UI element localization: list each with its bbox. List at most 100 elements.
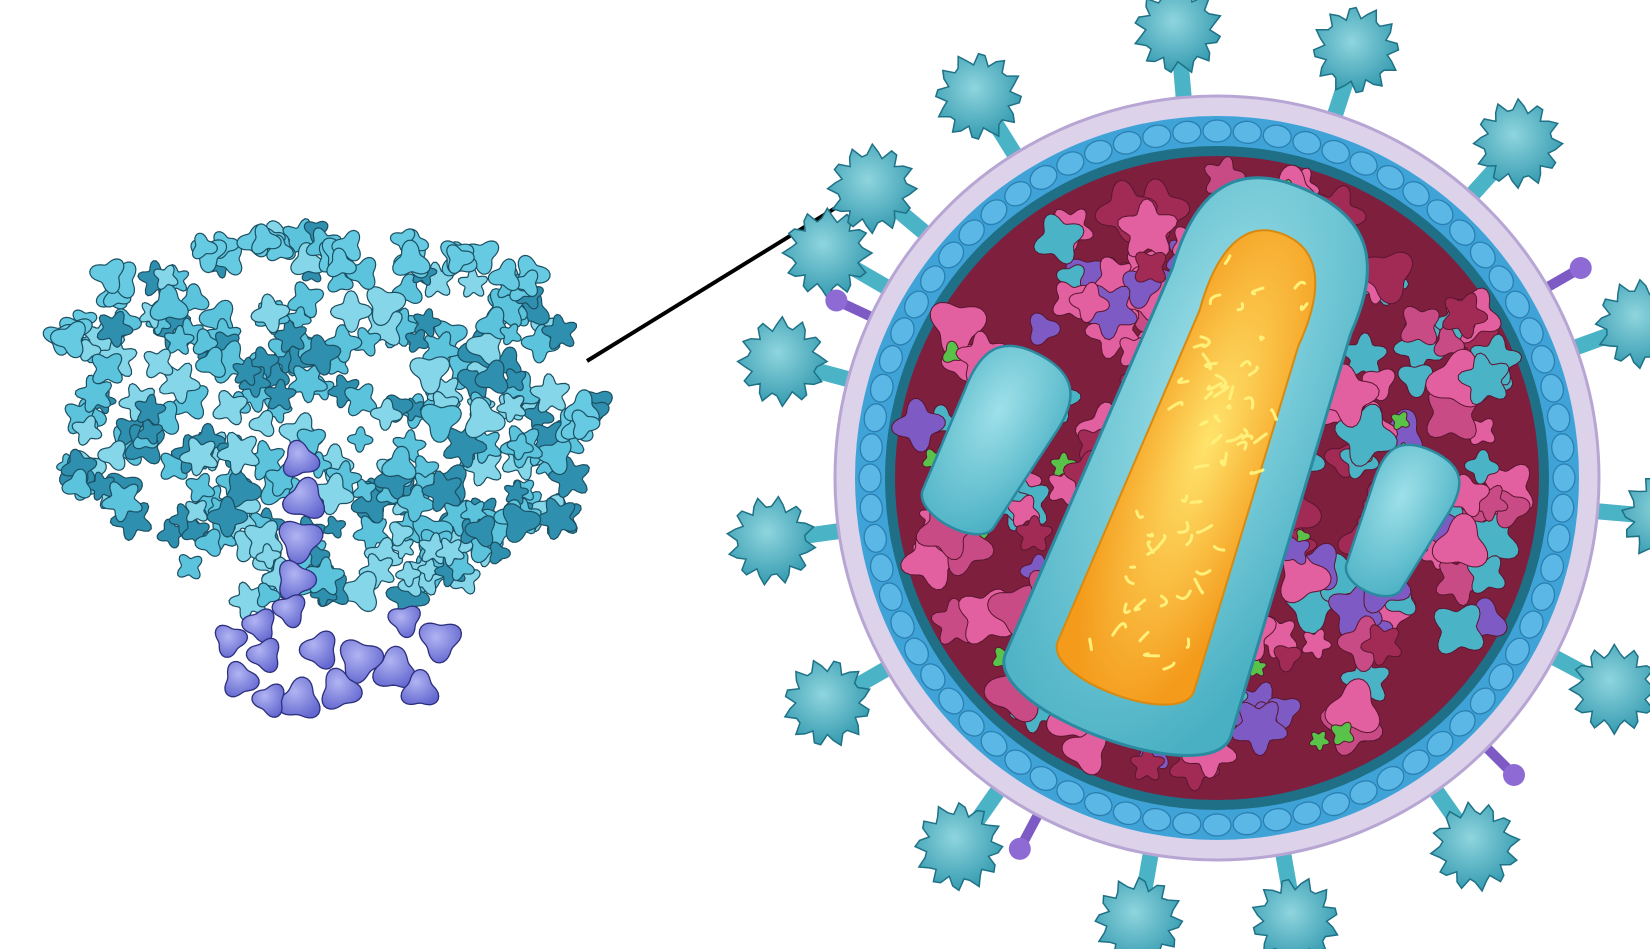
matrix-protein <box>1531 582 1556 612</box>
stem-bead <box>298 630 336 670</box>
genome-strand <box>1244 396 1255 410</box>
protein-bead <box>409 356 451 395</box>
matrix-protein <box>1262 807 1292 832</box>
genome-strand <box>1293 280 1307 290</box>
spike-head <box>725 495 817 587</box>
matrix-protein <box>1292 801 1322 826</box>
protein-bead <box>60 448 98 486</box>
stem-bead <box>282 439 321 478</box>
protein-bead <box>475 306 508 340</box>
genome-strand <box>1158 534 1167 546</box>
protein-bead <box>435 537 465 567</box>
glycoprotein-trimer <box>42 218 613 719</box>
protein-bead <box>457 267 489 298</box>
genome-strand <box>1185 637 1191 649</box>
genome-strand <box>1212 545 1226 552</box>
matrix-protein <box>1519 610 1544 639</box>
matrix-protein <box>1546 523 1571 553</box>
genome-strand <box>1203 390 1214 400</box>
interior-protein <box>1033 213 1085 265</box>
interior-protein <box>1400 305 1440 346</box>
matrix-protein <box>863 403 888 433</box>
matrix-protein <box>1552 463 1576 493</box>
protein-bead <box>96 310 134 348</box>
matrix-protein <box>1172 120 1202 144</box>
matrix-protein <box>1449 710 1476 737</box>
protein-bead <box>191 232 218 260</box>
spike-head <box>913 801 1004 892</box>
matrix-protein <box>1551 433 1575 463</box>
matrix-protein <box>1004 181 1032 207</box>
genome-strand <box>1111 622 1128 637</box>
protein-bead <box>323 515 347 539</box>
matrix-protein <box>1142 807 1172 832</box>
genome-strand <box>1146 532 1155 538</box>
stem-bead <box>271 594 306 629</box>
interior-protein <box>1360 624 1402 667</box>
interior-protein <box>1464 449 1500 485</box>
spike-head <box>1620 477 1650 555</box>
protein-bead <box>346 426 374 453</box>
genome-strand <box>1299 302 1309 312</box>
genome-strand <box>1180 494 1189 503</box>
matrix-proteins <box>858 119 1576 837</box>
matrix-protein <box>1488 663 1514 691</box>
spike-head <box>783 659 871 747</box>
genome-strand <box>1167 400 1184 411</box>
purple-spike-head <box>825 289 848 312</box>
genome-strand <box>1185 533 1194 547</box>
capsid-shell <box>920 344 1072 536</box>
protein-bead <box>370 397 403 431</box>
genome-strand <box>1219 459 1226 467</box>
genome-strand <box>1195 569 1212 576</box>
genome-strand <box>1247 365 1259 377</box>
matrix-protein <box>1004 749 1032 775</box>
matrix-protein <box>859 433 883 463</box>
genome-strand <box>1213 414 1221 423</box>
stem-bead <box>278 520 324 565</box>
matrix-protein <box>869 373 894 403</box>
genome-strand <box>1193 577 1205 595</box>
interior-protein <box>1425 348 1484 408</box>
matrix-protein <box>1232 812 1262 836</box>
genome-strand <box>1135 509 1144 519</box>
protein-bead <box>571 409 601 441</box>
interior-protein <box>929 301 988 358</box>
genome-strand <box>1142 652 1161 658</box>
protein-bead <box>329 290 373 333</box>
matrix-protein <box>1321 139 1351 164</box>
interior-protein <box>1068 281 1111 324</box>
genome-strand <box>1258 335 1265 342</box>
protein-bead <box>503 368 527 392</box>
matrix-protein <box>1531 344 1556 374</box>
matrix-protein <box>1029 165 1058 190</box>
protein-bead <box>391 535 415 560</box>
matrix-protein <box>1349 780 1378 805</box>
protein-bead <box>89 258 125 295</box>
protein-bead <box>178 436 219 477</box>
protein-bead <box>489 541 511 565</box>
genome-strand <box>1138 630 1150 643</box>
protein-bead <box>529 373 571 414</box>
matrix-protein <box>1321 792 1351 817</box>
matrix-protein <box>1083 792 1113 817</box>
protein-bead <box>504 479 530 505</box>
genome-strand <box>1214 373 1228 389</box>
matrix-protein <box>938 241 965 269</box>
matrix-protein <box>1083 139 1113 164</box>
stem-bead <box>245 637 280 674</box>
matrix-protein <box>1505 290 1530 319</box>
stem-bead <box>282 476 326 520</box>
protein-bead <box>232 356 262 386</box>
matrix-protein <box>1546 403 1571 433</box>
protein-bead <box>499 323 522 346</box>
interior-protein <box>1324 678 1381 734</box>
spike-head <box>934 52 1023 141</box>
genome-strand <box>1223 451 1228 466</box>
protein-bead <box>506 432 535 461</box>
interior-protein <box>1457 352 1510 406</box>
matrix-protein <box>1292 130 1322 155</box>
main-capsid <box>1002 176 1369 757</box>
protein-bead <box>194 346 226 379</box>
matrix-protein <box>1262 124 1292 149</box>
